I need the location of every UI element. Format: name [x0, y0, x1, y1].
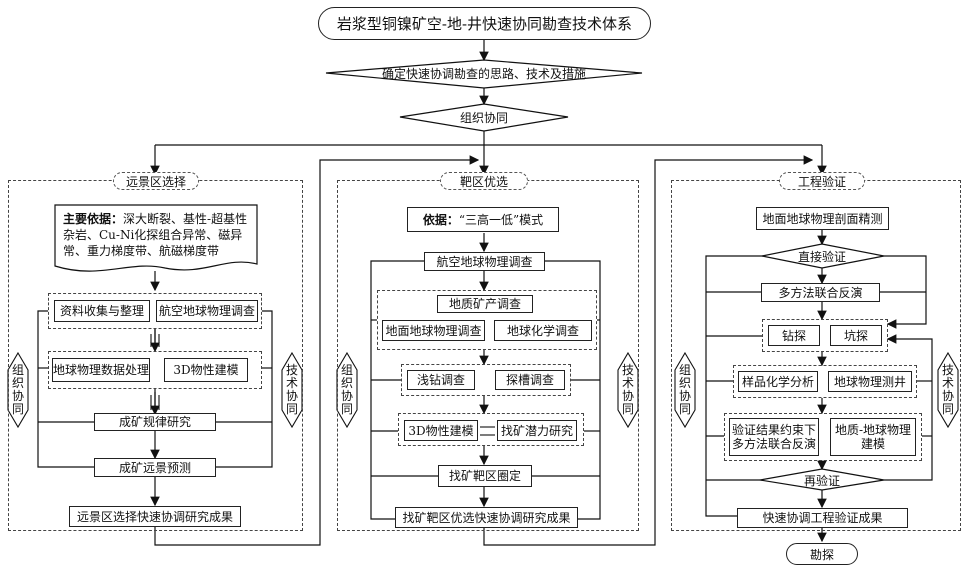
side-label-tech-1: 技术协同 — [285, 363, 298, 416]
box-sample-analysis: 样品化学分析 — [738, 371, 818, 392]
side-label-org-1: 组织协同 — [11, 363, 24, 416]
side-label-org-2: 组织协同 — [340, 363, 353, 416]
box-metallogenic-rule: 成矿规律研究 — [94, 413, 216, 431]
prospect-basis: 主要依据：深大断裂、基性-超基性杂岩、Cu-Ni化探组合异常、磁异常、重力梯度带… — [63, 211, 253, 259]
side-label-tech-2: 技术协同 — [621, 363, 634, 416]
box-ground-geophysics: 地面地球物理调查 — [382, 320, 485, 341]
model-line-2: 建模 — [860, 437, 885, 451]
title-text: 岩浆型铜镍矿空-地-井快速协同勘查技术体系 — [336, 15, 633, 33]
approach-diamond-label: 确定快速协调勘查的思路、技术及措施 — [381, 66, 586, 81]
group-model-potential — [398, 413, 584, 446]
box-aero-geophysics-2: 航空地球物理调查 — [424, 252, 545, 271]
target-basis: 依据：“三高一低”模式 — [407, 207, 559, 232]
box-ground-profile: 地面地球物理剖面精测 — [756, 207, 889, 230]
diagram-title: 岩浆型铜镍矿空-地-井快速协同勘查技术体系 — [318, 7, 651, 40]
box-constrained-inversion: 验证结果约束下 多方法联合反演 — [729, 418, 819, 456]
box-joint-inversion-1: 多方法联合反演 — [761, 283, 880, 302]
box-target-delineation: 找矿靶区圈定 — [438, 465, 532, 487]
box-shallow-drill: 浅钻调查 — [407, 370, 475, 390]
reverify-label: 再验证 — [803, 473, 840, 488]
column-target-header: 靶区优选 — [440, 172, 528, 190]
group-geology-survey — [377, 290, 597, 350]
group-analysis-logging — [733, 365, 917, 398]
group-drill-pit — [762, 319, 888, 352]
direct-verify-label: 直接验证 — [797, 249, 846, 264]
side-label-org-3: 组织协同 — [678, 363, 691, 416]
prospect-basis-text: 深大断裂、基性-超基性杂岩、Cu-Ni化探组合异常、磁异常、重力梯度带、航磁梯度… — [63, 212, 248, 258]
column-prospect-header: 远景区选择 — [113, 172, 199, 190]
organize-diamond-label: 组织协同 — [459, 110, 508, 125]
box-3d-modeling-2: 3D物性建模 — [404, 420, 478, 441]
box-prospect-result: 远景区选择快速协调研究成果 — [69, 506, 241, 527]
box-geophysical-logging: 地球物理测井 — [828, 371, 912, 392]
box-geo-geophysical-model: 地质-地球物理 建模 — [830, 418, 916, 456]
constrained-line-2: 多方法联合反演 — [732, 437, 817, 451]
exploration-terminal: 勘探 — [786, 543, 858, 565]
box-geochemistry: 地球化学调查 — [494, 320, 592, 341]
group-process-3d — [48, 351, 262, 389]
box-prospect-prediction: 成矿远景预测 — [94, 458, 216, 477]
group-drill-trench — [401, 364, 571, 396]
model-line-1: 地质-地球物理 — [834, 423, 912, 437]
box-data-collection: 资料收集与整理 — [54, 300, 150, 322]
constrained-line-1: 验证结果约束下 — [732, 423, 817, 437]
box-trench: 探槽调查 — [495, 370, 565, 390]
column-verify-header: 工程验证 — [779, 172, 865, 190]
box-target-result: 找矿靶区优选快速协调研究成果 — [395, 507, 578, 528]
side-label-tech-3: 技术协同 — [941, 363, 954, 416]
box-geology-minerals: 地质矿产调查 — [437, 295, 533, 313]
box-potential-study: 找矿潜力研究 — [497, 420, 577, 441]
target-basis-label: 依据： — [422, 212, 459, 227]
box-drilling: 钻探 — [768, 325, 820, 346]
box-aero-geophysics-1: 航空地球物理调查 — [156, 300, 258, 322]
box-3d-modeling-1: 3D物性建模 — [164, 358, 248, 382]
group-constrained-model — [724, 413, 922, 461]
box-data-processing: 地球物理数据处理 — [52, 358, 150, 382]
box-pit: 坑探 — [830, 325, 882, 346]
group-data-aero — [48, 293, 262, 329]
target-basis-text: “三高一低”模式 — [458, 212, 544, 227]
box-verify-result: 快速协调工程验证成果 — [737, 508, 908, 528]
prospect-basis-label: 主要依据： — [63, 212, 124, 226]
